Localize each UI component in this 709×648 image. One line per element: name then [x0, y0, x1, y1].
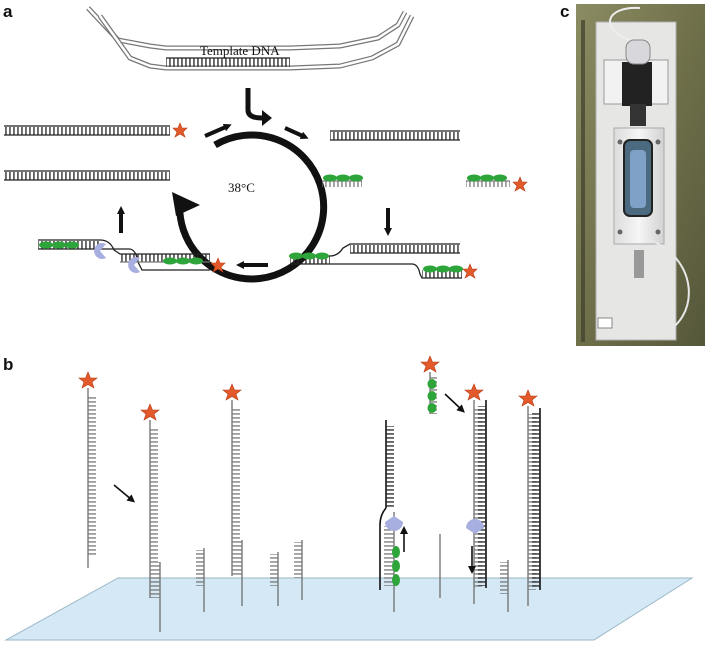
anchored-primer: [500, 560, 509, 612]
ssb-protein-icon: [436, 265, 450, 273]
ssb-protein-icon: [449, 265, 463, 273]
surface-plane: [4, 577, 694, 641]
device-pump-body: [622, 62, 652, 106]
invasion-complex: [289, 243, 478, 279]
ssb-protein-icon: [289, 252, 303, 260]
extension-complex: [38, 239, 226, 273]
ssb-protein-icon: [427, 379, 437, 389]
ssb-protein-icon: [315, 252, 329, 260]
arrow-icon: [444, 393, 465, 413]
ssb-protein-icon: [65, 241, 79, 249]
ssb-protein-icon: [349, 174, 363, 182]
anchored-primer: [196, 548, 205, 612]
ssb-protein-icon: [392, 546, 400, 558]
arrow-icon: [284, 126, 309, 140]
fluorophore-star-icon: [464, 383, 484, 401]
ssb-protein-icon: [323, 174, 337, 182]
anchored-primer: [294, 540, 303, 600]
ssb-protein-icon: [163, 257, 177, 265]
ssb-protein-icon: [392, 560, 400, 572]
ssb-protein-icon: [427, 403, 437, 413]
duplex-product: [518, 389, 541, 606]
fluorophore-star-icon: [462, 263, 478, 279]
cycle-arrowhead-icon: [172, 192, 200, 216]
fluorophore-star-icon: [420, 355, 440, 373]
anchored-primer: [270, 552, 279, 606]
hybridized-probe: [140, 403, 161, 632]
panel-label-c: c: [560, 2, 569, 21]
extension-probe: [464, 383, 487, 604]
template-dna-label: Template DNA: [200, 43, 280, 58]
ssb-protein-icon: [392, 574, 400, 586]
ssb-protein-icon: [480, 174, 494, 182]
temperature-label: 38°C: [228, 180, 255, 195]
ssb-protein-icon: [189, 257, 203, 265]
panel-label-b: b: [3, 355, 13, 374]
ssb-protein-icon: [336, 174, 350, 182]
ssb-protein-icon: [176, 257, 190, 265]
ssb-protein-icon: [52, 241, 66, 249]
ssb-labeled-primer: [420, 355, 440, 414]
ssb-protein-icon: [423, 265, 437, 273]
labeled-duplex: [4, 122, 188, 138]
fluorophore-star-icon: [78, 371, 98, 389]
arrow-icon: [245, 88, 263, 121]
surface-invasion: [379, 420, 408, 612]
panel-c-photo: [576, 4, 705, 346]
duplex: [4, 170, 170, 181]
ssb-protein-icon: [493, 174, 507, 182]
ssb-protein-icon: [467, 174, 481, 182]
ssb-primer: [322, 174, 363, 187]
fluorophore-star-icon: [172, 122, 188, 138]
fluorophore-star-icon: [518, 389, 538, 407]
panel-label-a: a: [3, 2, 13, 21]
ssb-protein-icon: [427, 391, 437, 401]
ssb-protein-icon: [39, 241, 53, 249]
fluorophore-star-icon: [512, 176, 528, 192]
polymerase-icon: [128, 257, 140, 273]
polymerase-icon: [466, 519, 484, 534]
hybridized-probe: [222, 383, 243, 606]
free-probe: [78, 371, 98, 568]
fluorophore-star-icon: [140, 403, 160, 421]
ssb-protein-icon: [302, 252, 316, 260]
fluorophore-star-icon: [222, 383, 242, 401]
arrow-icon: [113, 484, 136, 503]
duplex: [330, 130, 460, 141]
labeled-primer: [466, 174, 528, 192]
polymerase-icon: [385, 516, 403, 531]
panel-b: [4, 355, 694, 641]
template-dna-duplex: [166, 58, 290, 67]
fluorophore-star-icon: [210, 257, 226, 273]
arrow-icon: [204, 123, 232, 138]
polymerase-icon: [94, 243, 106, 259]
panel-a: Template DNA 38°C: [4, 6, 528, 283]
